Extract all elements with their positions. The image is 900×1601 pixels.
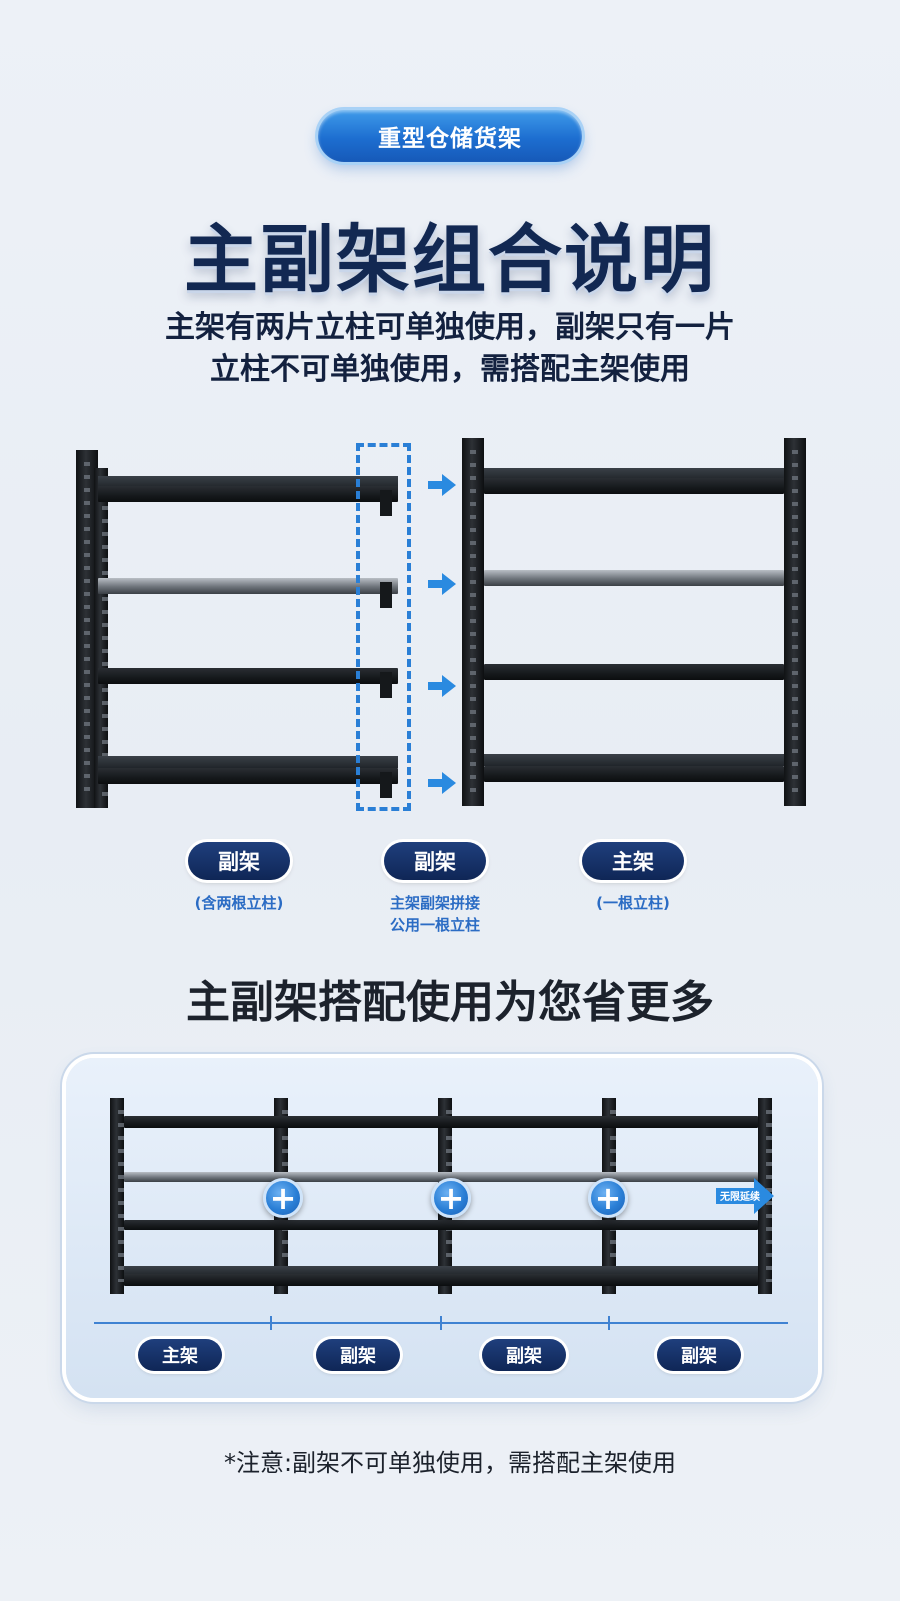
label-joint-shelf: 副架 bbox=[384, 842, 486, 880]
dimension-line bbox=[94, 1322, 270, 1324]
label-joint-note-2: 公用一根立柱 bbox=[389, 916, 480, 934]
main-shelf-diagram bbox=[462, 438, 806, 806]
category-badge: 重型仓储货架 bbox=[318, 110, 582, 162]
right-arrow-icon bbox=[428, 772, 456, 794]
dimension-tick bbox=[608, 1316, 610, 1330]
plus-icon: + bbox=[588, 1178, 628, 1218]
page-title: 主副架组合说明 bbox=[184, 217, 716, 303]
plus-icon: + bbox=[263, 1178, 303, 1218]
bottom-tag-secondary-1: 副架 bbox=[316, 1339, 400, 1371]
dimension-line bbox=[272, 1322, 440, 1324]
extend-arrow-icon bbox=[716, 1178, 774, 1214]
dimension-line bbox=[442, 1322, 608, 1324]
subtitle-line-2: 立柱不可单独使用，需搭配主架使用 bbox=[210, 352, 690, 387]
dimension-line bbox=[610, 1322, 788, 1324]
section-title: 主副架搭配使用为您省更多 bbox=[186, 977, 714, 1028]
right-arrow-icon bbox=[428, 675, 456, 697]
label-joint-note-1: 主架副架拼接 bbox=[389, 894, 480, 912]
extend-label: 无限延续 bbox=[720, 1192, 760, 1203]
subtitle-line-1: 主架有两片立柱可单独使用，副架只有一片 bbox=[165, 310, 735, 345]
right-arrow-icon bbox=[428, 573, 456, 595]
plus-icon: + bbox=[431, 1178, 471, 1218]
dimension-tick bbox=[440, 1316, 442, 1330]
label-main-shelf: 主架 bbox=[582, 842, 684, 880]
secondary-shelf-diagram bbox=[76, 450, 406, 808]
label-secondary-shelf-note: (含两根立柱) bbox=[194, 894, 284, 912]
label-main-shelf-note: (一根立柱) bbox=[596, 894, 670, 912]
dimension-tick bbox=[270, 1316, 272, 1330]
shared-post-highlight bbox=[356, 443, 411, 811]
footer-note: *注意:副架不可单独使用，需搭配主架使用 bbox=[223, 1449, 677, 1477]
bottom-tag-secondary-3: 副架 bbox=[657, 1339, 741, 1371]
label-secondary-shelf: 副架 bbox=[188, 842, 290, 880]
bottom-tag-main: 主架 bbox=[138, 1339, 222, 1371]
bottom-tag-secondary-2: 副架 bbox=[482, 1339, 566, 1371]
right-arrow-icon bbox=[428, 474, 456, 496]
